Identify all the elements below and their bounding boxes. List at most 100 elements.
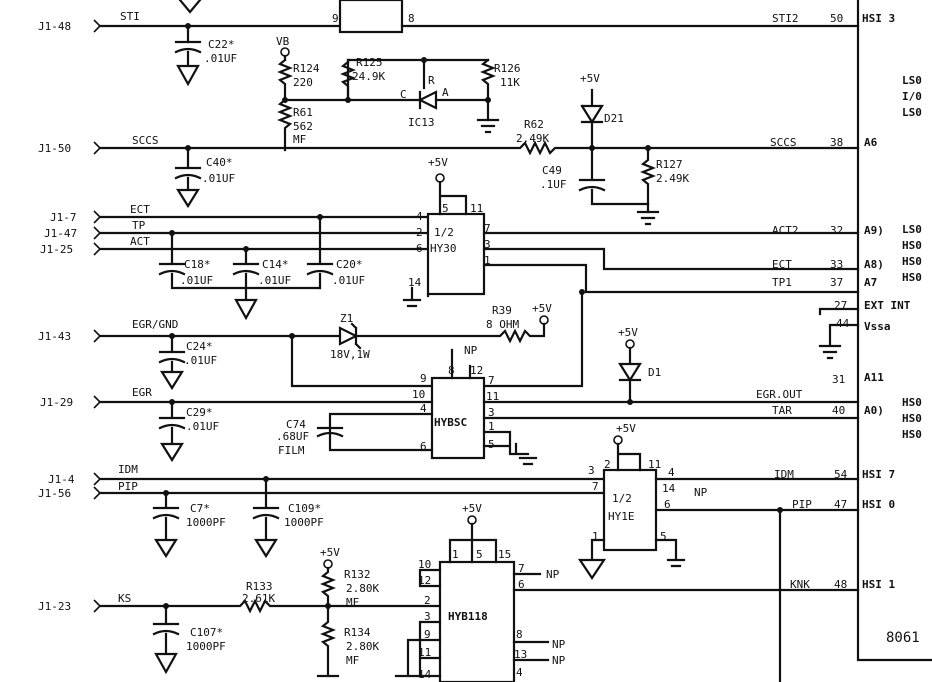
mcu-pin-signal: ECT — [772, 258, 792, 271]
ic13-pin-c: C — [400, 88, 407, 101]
res-note: MF — [346, 654, 359, 667]
hybsc-label: HYBSC — [434, 416, 467, 429]
hybsc-pin: 6 — [420, 440, 427, 453]
mcu-name: 8061 — [886, 630, 920, 646]
hy30-block — [426, 212, 486, 296]
hyb118-pin: 2 — [424, 594, 431, 607]
cap-ref: C74 — [286, 418, 306, 431]
res-note: MF — [346, 596, 359, 609]
hybsc-pin: 10 — [412, 388, 425, 401]
mcu-pin-port: HSI 1 — [862, 578, 895, 591]
res-value: 2.49K — [656, 172, 689, 185]
supply-5v: +5V — [462, 502, 482, 515]
hybsc-pin: 8 — [448, 364, 455, 377]
cap-value: 1000PF — [186, 516, 226, 529]
egr-gnd-net — [98, 289, 860, 391]
signal-name: PIP — [118, 480, 138, 493]
mcu-side-label: LS0 — [902, 74, 922, 87]
signal-name: SCCS — [132, 134, 159, 147]
hyb118-pin: 13 — [514, 648, 527, 661]
res-ref: R124 — [293, 62, 320, 75]
mcu-pin-number: 48 — [834, 578, 847, 591]
res-ref: R134 — [344, 626, 371, 639]
cap-value: 1000PF — [284, 516, 324, 529]
diode-ref: D1 — [648, 366, 661, 379]
mcu-pin-labels: STI2 50 HSI 3 SCCS 38 A6 ACT2 32 A9) ECT… — [756, 12, 911, 591]
sccs-net — [98, 88, 860, 226]
mcu-side-label: LS0 — [902, 106, 922, 119]
connector-ref: J1-50 — [38, 142, 71, 155]
res-value: 2.61K — [242, 592, 275, 605]
res-ref: R132 — [344, 568, 371, 581]
mcu-side-label: HS0 — [902, 255, 922, 268]
connector-ref: J1-47 — [44, 227, 77, 240]
hy30-pin: 4 — [416, 210, 423, 223]
np-label: NP — [694, 486, 708, 499]
mcu-side-label: HS0 — [902, 412, 922, 425]
connector-ref: J1-4 — [48, 473, 75, 486]
res-value: 11K — [500, 76, 520, 89]
zener-value: 18V,1W — [330, 348, 370, 361]
vb-terminal — [280, 47, 290, 57]
hyb118-pin: 5 — [476, 548, 483, 561]
hyb118-pin: 4 — [516, 666, 523, 679]
hyb118-pin: 6 — [518, 578, 525, 591]
mcu-side-label: HS0 — [902, 428, 922, 441]
supply-5v: +5V — [618, 326, 638, 339]
hybsc-pin: 3 — [488, 406, 495, 419]
supply-terminal — [323, 559, 333, 569]
hy30-section — [98, 173, 860, 321]
cap-ref: C14* — [262, 258, 289, 271]
signal-name: IDM — [118, 463, 138, 476]
res-ref: R62 — [524, 118, 544, 131]
hy1e-pin: 3 — [588, 464, 595, 477]
zener-ref: Z1 — [340, 312, 353, 325]
signal-name: ACT — [130, 235, 150, 248]
mcu-pin-signal: SCCS — [770, 136, 797, 149]
hy1e-pin: 6 — [664, 498, 671, 511]
cap-note: FILM — [278, 444, 305, 457]
cap-ref: C40* — [206, 156, 233, 169]
hy30-pin: 11 — [470, 202, 483, 215]
hybsc-pin: 7 — [488, 374, 495, 387]
hyb118-pin: 9 — [424, 628, 431, 641]
res-ref: R39 — [492, 304, 512, 317]
connector-ref: J1-25 — [40, 243, 73, 256]
hy1e-pin: 7 — [592, 480, 599, 493]
mcu-pin-port: HSI 0 — [862, 498, 895, 511]
hybsc-section — [98, 339, 860, 466]
hybsc-pin: 9 — [420, 372, 427, 385]
hybsc-pin: 4 — [420, 402, 427, 415]
hy1e-pin: 1 — [592, 530, 599, 543]
res-value: 220 — [293, 76, 313, 89]
mcu-pin-port: A6 — [864, 136, 878, 149]
signal-name: STI — [120, 10, 140, 23]
hy1e-pin: 2 — [604, 458, 611, 471]
supply-terminal — [467, 515, 477, 525]
mcu-pin-port: HSI 7 — [862, 468, 895, 481]
mcu-pin-signal: PIP — [792, 498, 812, 511]
mcu-pin-signal: ACT2 — [772, 224, 799, 237]
hybsc-pin: 5 — [488, 438, 495, 451]
hyb118-pin: 15 — [498, 548, 511, 561]
cap-value: .01UF — [204, 52, 237, 65]
mcu-pin-signal: TAR — [772, 404, 792, 417]
res-value: 2.80K — [346, 582, 379, 595]
hy1e-pin: 11 — [648, 458, 661, 471]
hy30-pin: 3 — [484, 238, 491, 251]
np-label: NP — [552, 638, 566, 651]
hy1e-pin: 14 — [662, 482, 676, 495]
hyb118-label: HYB118 — [448, 610, 488, 623]
np-label: NP — [546, 568, 560, 581]
res-note: MF — [293, 133, 306, 146]
cap-ref: C24* — [186, 340, 213, 353]
cap-value: .01UF — [258, 274, 291, 287]
res-ref: R125 — [356, 56, 383, 69]
signal-names: STI SCCS ECT TP ACT EGR/GND EGR IDM PIP … — [118, 10, 178, 605]
mcu-pin-signal: TP1 — [772, 276, 792, 289]
hyb118-pin: 3 — [424, 610, 431, 623]
supply-terminal — [613, 435, 623, 445]
cap-ref: C20* — [336, 258, 363, 271]
cap-value: .1UF — [540, 178, 567, 191]
supply-5v: +5V — [616, 422, 636, 435]
